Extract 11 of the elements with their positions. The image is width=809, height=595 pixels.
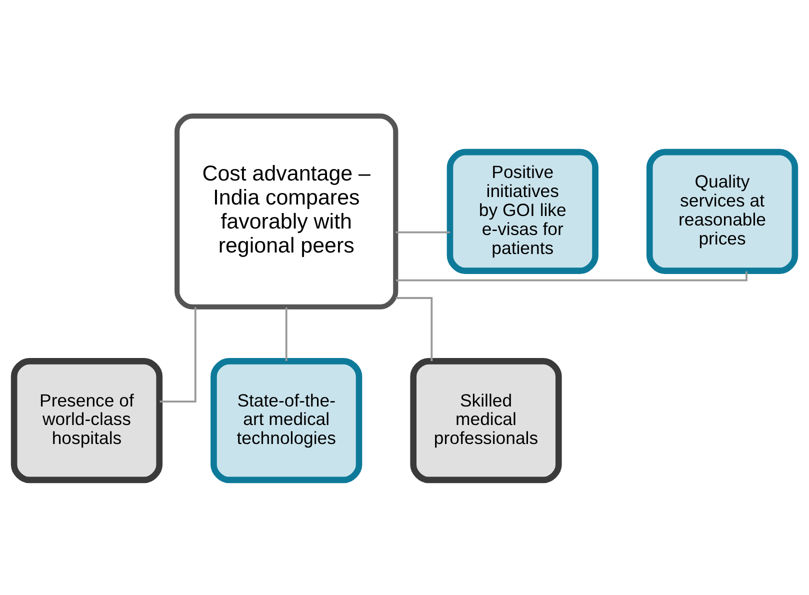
node-box: Presence of world-class hospitals bbox=[10, 358, 163, 483]
node-box: Cost advantage – India compares favorably with regional peers bbox=[174, 113, 398, 309]
connector bbox=[160, 306, 196, 402]
connector bbox=[396, 230, 450, 233]
node-box: State-of-the-art medical technologies bbox=[210, 358, 362, 483]
connector bbox=[285, 306, 288, 360]
node-box: Positive initiatives by GOI like e-visas for patients bbox=[446, 148, 598, 274]
node-box: Skilled medical professionals bbox=[410, 358, 562, 483]
connector bbox=[396, 270, 748, 281]
connector bbox=[396, 296, 433, 361]
node-box: Quality services at reasonable prices bbox=[646, 148, 798, 274]
